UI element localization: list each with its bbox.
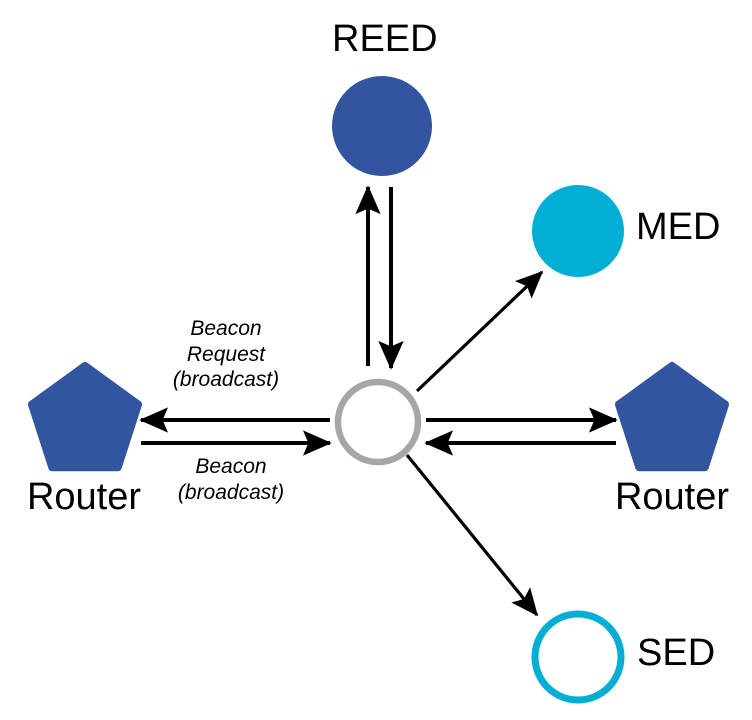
edge-center-to-med xyxy=(415,270,544,393)
node-med-circle[interactable] xyxy=(532,185,624,277)
node-label-sed: SED xyxy=(637,632,716,674)
node-label-med: MED xyxy=(636,206,721,248)
edge-label-beacon-request: Beacon Request (broadcast) xyxy=(126,316,326,393)
node-sed-circle[interactable] xyxy=(531,610,625,704)
edge-label-beacon-line2: (broadcast) xyxy=(177,480,285,504)
edge-center-to-sed xyxy=(405,453,539,617)
node-router-right-pentagon[interactable] xyxy=(615,362,729,472)
node-label-router-left: Router xyxy=(26,476,142,518)
edge-label-beacon-request-line1: Beacon xyxy=(190,317,262,340)
edge-label-beacon-request-line2: Request xyxy=(186,342,266,366)
edge-label-beacon: Beacon (broadcast) xyxy=(136,454,326,505)
edge-label-beacon-request-line3: (broadcast) xyxy=(172,368,280,392)
node-center-circle[interactable] xyxy=(334,378,422,466)
node-label-reed: REED xyxy=(332,18,438,60)
node-reed-circle[interactable] xyxy=(332,76,432,176)
node-router-left-pentagon[interactable] xyxy=(28,362,142,472)
edge-label-beacon-line1: Beacon xyxy=(195,455,267,478)
node-label-router-right: Router xyxy=(614,476,730,518)
